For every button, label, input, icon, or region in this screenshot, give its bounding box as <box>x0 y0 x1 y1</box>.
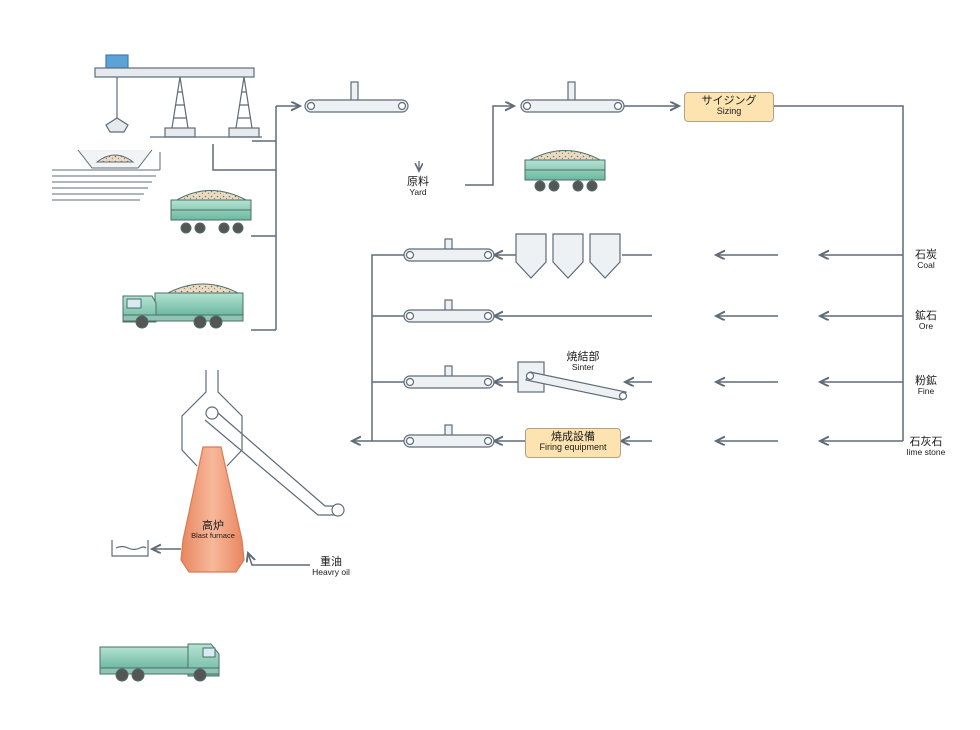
firing-label-jp: 焼成設備 <box>526 431 620 443</box>
heavy-oil-arrow <box>248 553 310 565</box>
sinter-label-en: Sinter <box>556 363 610 372</box>
fine-label-en: Fine <box>906 387 946 396</box>
ore-label-jp: 鉱石 <box>906 310 946 322</box>
conveyor-icon <box>404 425 494 447</box>
yard-label: 原料 Yard <box>398 176 438 196</box>
limestone-label-jp: 石灰石 <box>898 436 954 448</box>
conveyor-icon <box>521 82 624 112</box>
sizing-label-en: Sizing <box>685 107 773 116</box>
ladle-icon <box>112 540 148 556</box>
firing-label-en: Firing equipment <box>526 443 620 452</box>
sinter-label-jp: 焼結部 <box>556 351 610 363</box>
heavy-oil-label-jp: 重油 <box>303 556 359 568</box>
furnace-label-jp: 高炉 <box>182 520 244 532</box>
rail-wagon-icon <box>171 191 251 234</box>
sinter-label: 焼結部 Sinter <box>556 351 610 371</box>
fine-label-jp: 粉鉱 <box>906 375 946 387</box>
furnace-label: 高炉 Blast furnace <box>182 520 244 539</box>
ore-label: 鉱石 Ore <box>906 310 946 330</box>
conveyor-icon <box>404 300 494 322</box>
blast-furnace-icon <box>181 370 344 572</box>
material-arrows <box>494 255 903 441</box>
ore-label-en: Ore <box>906 322 946 331</box>
heavy-oil-label-en: Heavry oil <box>303 568 359 577</box>
stockpile-pit-icon <box>52 150 160 200</box>
sizing-box: サイジング Sizing <box>684 92 774 122</box>
coal-label-jp: 石炭 <box>906 249 946 261</box>
fine-label: 粉鉱 Fine <box>906 375 946 395</box>
yard-label-jp: 原料 <box>398 176 438 188</box>
conveyor-icon <box>404 239 494 261</box>
coal-label-en: Coal <box>906 261 946 270</box>
limestone-label: 石灰石 lime stone <box>898 436 954 456</box>
conveyor-icon <box>305 82 408 112</box>
furnace-label-en: Blast furnace <box>182 532 244 540</box>
gantry-crane-icon <box>95 55 262 137</box>
heavy-oil-label: 重油 Heavry oil <box>303 556 359 576</box>
yard-label-en: Yard <box>398 188 438 197</box>
coal-label: 石炭 Coal <box>906 249 946 269</box>
sizing-label-jp: サイジング <box>685 95 773 107</box>
conveyor-collector-line <box>352 255 404 441</box>
conveyor-icon <box>404 366 494 388</box>
limestone-label-en: lime stone <box>898 448 954 457</box>
dump-truck-icon <box>100 644 219 681</box>
yard-outflow-line <box>465 106 514 185</box>
dump-truck-icon <box>123 284 243 328</box>
hopper-bins-icon <box>516 234 620 278</box>
rail-wagon-icon <box>525 151 605 192</box>
sizing-return-line <box>774 106 903 441</box>
firing-equipment-box: 焼成設備 Firing equipment <box>525 428 621 458</box>
